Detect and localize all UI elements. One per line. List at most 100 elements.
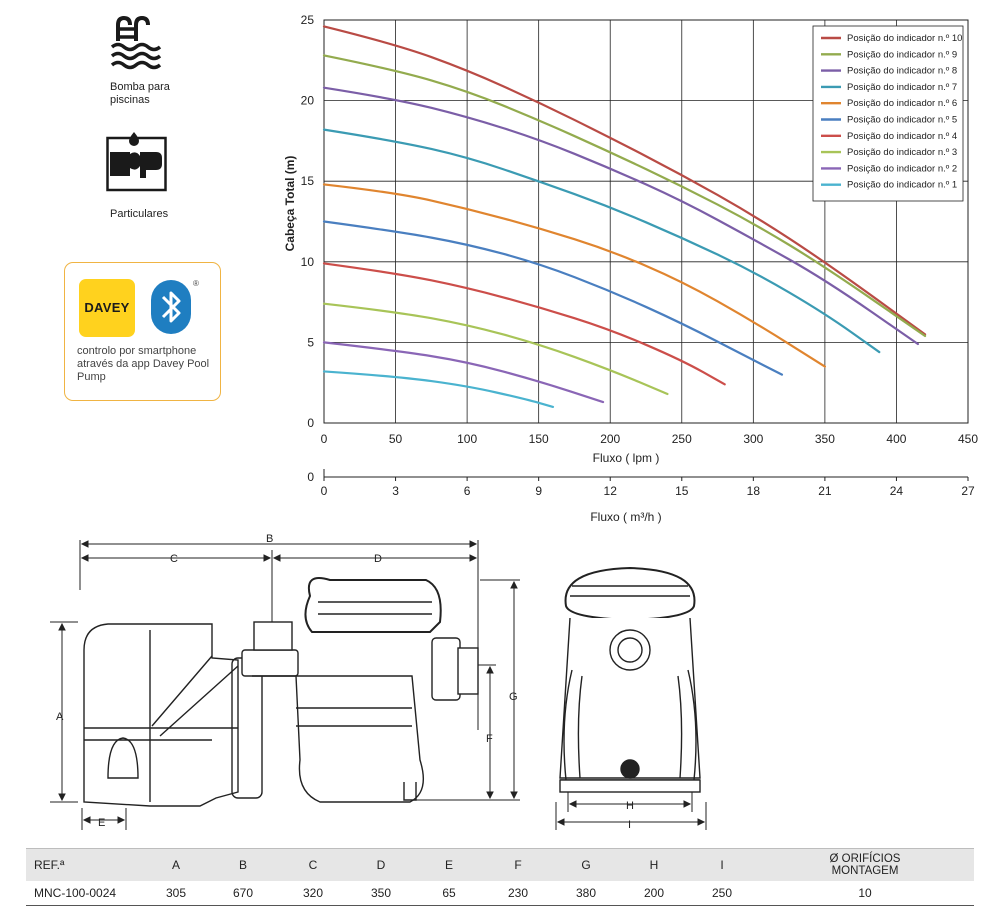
y-tick-label: 5 (307, 335, 314, 349)
pump-dimension-drawing: B C D A E F G H I (50, 533, 707, 830)
secondary-x-tick-label: 12 (604, 484, 618, 498)
legend-entry: Posição do indicador n.º 9 (847, 49, 957, 60)
legend-entry: Posição do indicador n.º 7 (847, 82, 957, 93)
x-tick-label: 100 (457, 432, 477, 446)
table-header-cell: A (144, 848, 208, 881)
y-tick-label: 15 (301, 174, 315, 188)
x-tick-label: 150 (529, 432, 549, 446)
legend-entry: Posição do indicador n.º 4 (847, 131, 957, 142)
secondary-x-tick-label: 24 (890, 484, 904, 498)
secondary-x-tick-label: 3 (392, 484, 399, 498)
davey-logo-text: DAVEY (84, 300, 130, 315)
table-header-cell: G (552, 848, 620, 881)
table-cell: 230 (484, 881, 552, 906)
dim-label-d: D (374, 553, 382, 565)
secondary-y-tick-label: 0 (307, 470, 314, 484)
x-tick-label: 250 (672, 432, 692, 446)
pool-label-line2: piscinas (110, 94, 150, 106)
chart-curves (322, 25, 927, 408)
dim-label-a: A (56, 711, 64, 723)
table-cell: 200 (620, 881, 688, 906)
table-cell: 350 (348, 881, 414, 906)
dim-label-f: F (486, 733, 493, 745)
mounting-header-line1: Ø ORIFÍCIOS (829, 853, 901, 865)
series-line-9 (322, 54, 927, 338)
y-axis-label: Cabeça Total (m) (283, 156, 297, 252)
pool-label-line1: Bomba para (110, 81, 170, 93)
y-tick-label: 10 (301, 255, 315, 269)
secondary-x-tick-label: 18 (747, 484, 761, 498)
smartphone-control-badge: DAVEY ® controlo por smartphone através … (64, 262, 221, 401)
table-header-cell: F (484, 848, 552, 881)
table-header-cell: D (348, 848, 414, 881)
table-cell: 305 (144, 881, 208, 906)
legend-entry: Posição do indicador n.º 2 (847, 163, 957, 174)
table-header-cell: H (620, 848, 688, 881)
series-line-6 (322, 183, 826, 368)
pool-icon (110, 14, 166, 74)
series-line-1 (322, 370, 555, 408)
secondary-x-tick-label: 27 (961, 484, 975, 498)
table-cell: MNC-100-0024 (26, 881, 144, 906)
dim-label-i: I (628, 819, 631, 830)
x-tick-label: 450 (958, 432, 978, 446)
bluetooth-icon (151, 280, 191, 334)
y-tick-label: 0 (307, 416, 314, 430)
series-line-7 (322, 128, 881, 354)
y-tick-label: 20 (301, 94, 315, 108)
x-tick-label: 350 (815, 432, 835, 446)
x-tick-label: 50 (389, 432, 403, 446)
table-header-cell-mounting: Ø ORIFÍCIOS MONTAGEM (756, 848, 974, 881)
dim-label-h: H (626, 800, 634, 812)
table-cell: 380 (552, 881, 620, 906)
davey-logo: DAVEY (79, 279, 135, 337)
dim-label-c: C (170, 553, 178, 565)
chart-grid (323, 19, 969, 424)
dim-label-b: B (266, 533, 273, 545)
series-line-3 (322, 302, 669, 396)
secondary-x-tick-label: 15 (675, 484, 689, 498)
particular-label: Particulares (110, 208, 169, 220)
table-header-cell: B (208, 848, 278, 881)
legend-entry: Posição do indicador n.º 8 (847, 66, 957, 77)
pump-side-view (83, 577, 479, 807)
dim-label-e: E (98, 817, 105, 829)
table-header-cell: C (278, 848, 348, 881)
table-header-cell: I (688, 848, 756, 881)
secondary-x-tick-label: 9 (535, 484, 542, 498)
secondary-x-axis-label: Fluxo ( m³/h ) (590, 510, 661, 524)
series-line-4 (322, 262, 726, 386)
secondary-x-tick-label: 0 (321, 484, 328, 498)
dim-label-g: G (509, 691, 518, 703)
series-line-10 (322, 25, 927, 336)
dimension-table: REF.ª A B C D E F G H I Ø ORIFÍCIOS MONT… (26, 848, 974, 906)
table-row: MNC-100-0024 305 670 320 350 65 230 380 … (26, 881, 974, 906)
x-tick-label: 200 (600, 432, 620, 446)
table-header-cell: E (414, 848, 484, 881)
table-header-row: REF.ª A B C D E F G H I Ø ORIFÍCIOS MONT… (26, 848, 974, 881)
table-cell: 65 (414, 881, 484, 906)
series-line-5 (322, 220, 784, 376)
x-axis-label: Fluxo ( lpm ) (593, 451, 660, 465)
series-line-8 (322, 86, 920, 346)
table-cell: 10 (756, 881, 974, 906)
pool-label: Bomba para piscinas (110, 81, 170, 107)
table-cell: 250 (688, 881, 756, 906)
table-cell: 670 (208, 881, 278, 906)
mounting-header-line2: MONTAGEM (831, 865, 899, 877)
pump-front-view (559, 566, 701, 793)
secondary-x-tick-label: 21 (818, 484, 832, 498)
domestic-icon (106, 130, 168, 192)
legend-entry: Posição do indicador n.º 3 (847, 147, 957, 158)
legend-entry: Posição do indicador n.º 6 (847, 98, 957, 109)
legend-entry: Posição do indicador n.º 1 (847, 180, 957, 191)
y-tick-label: 25 (301, 13, 315, 27)
registered-mark-icon: ® (193, 279, 199, 288)
badge-text: controlo por smartphone através da app D… (77, 345, 210, 383)
x-tick-label: 400 (886, 432, 906, 446)
table-cell: 320 (278, 881, 348, 906)
secondary-x-tick-label: 6 (464, 484, 471, 498)
